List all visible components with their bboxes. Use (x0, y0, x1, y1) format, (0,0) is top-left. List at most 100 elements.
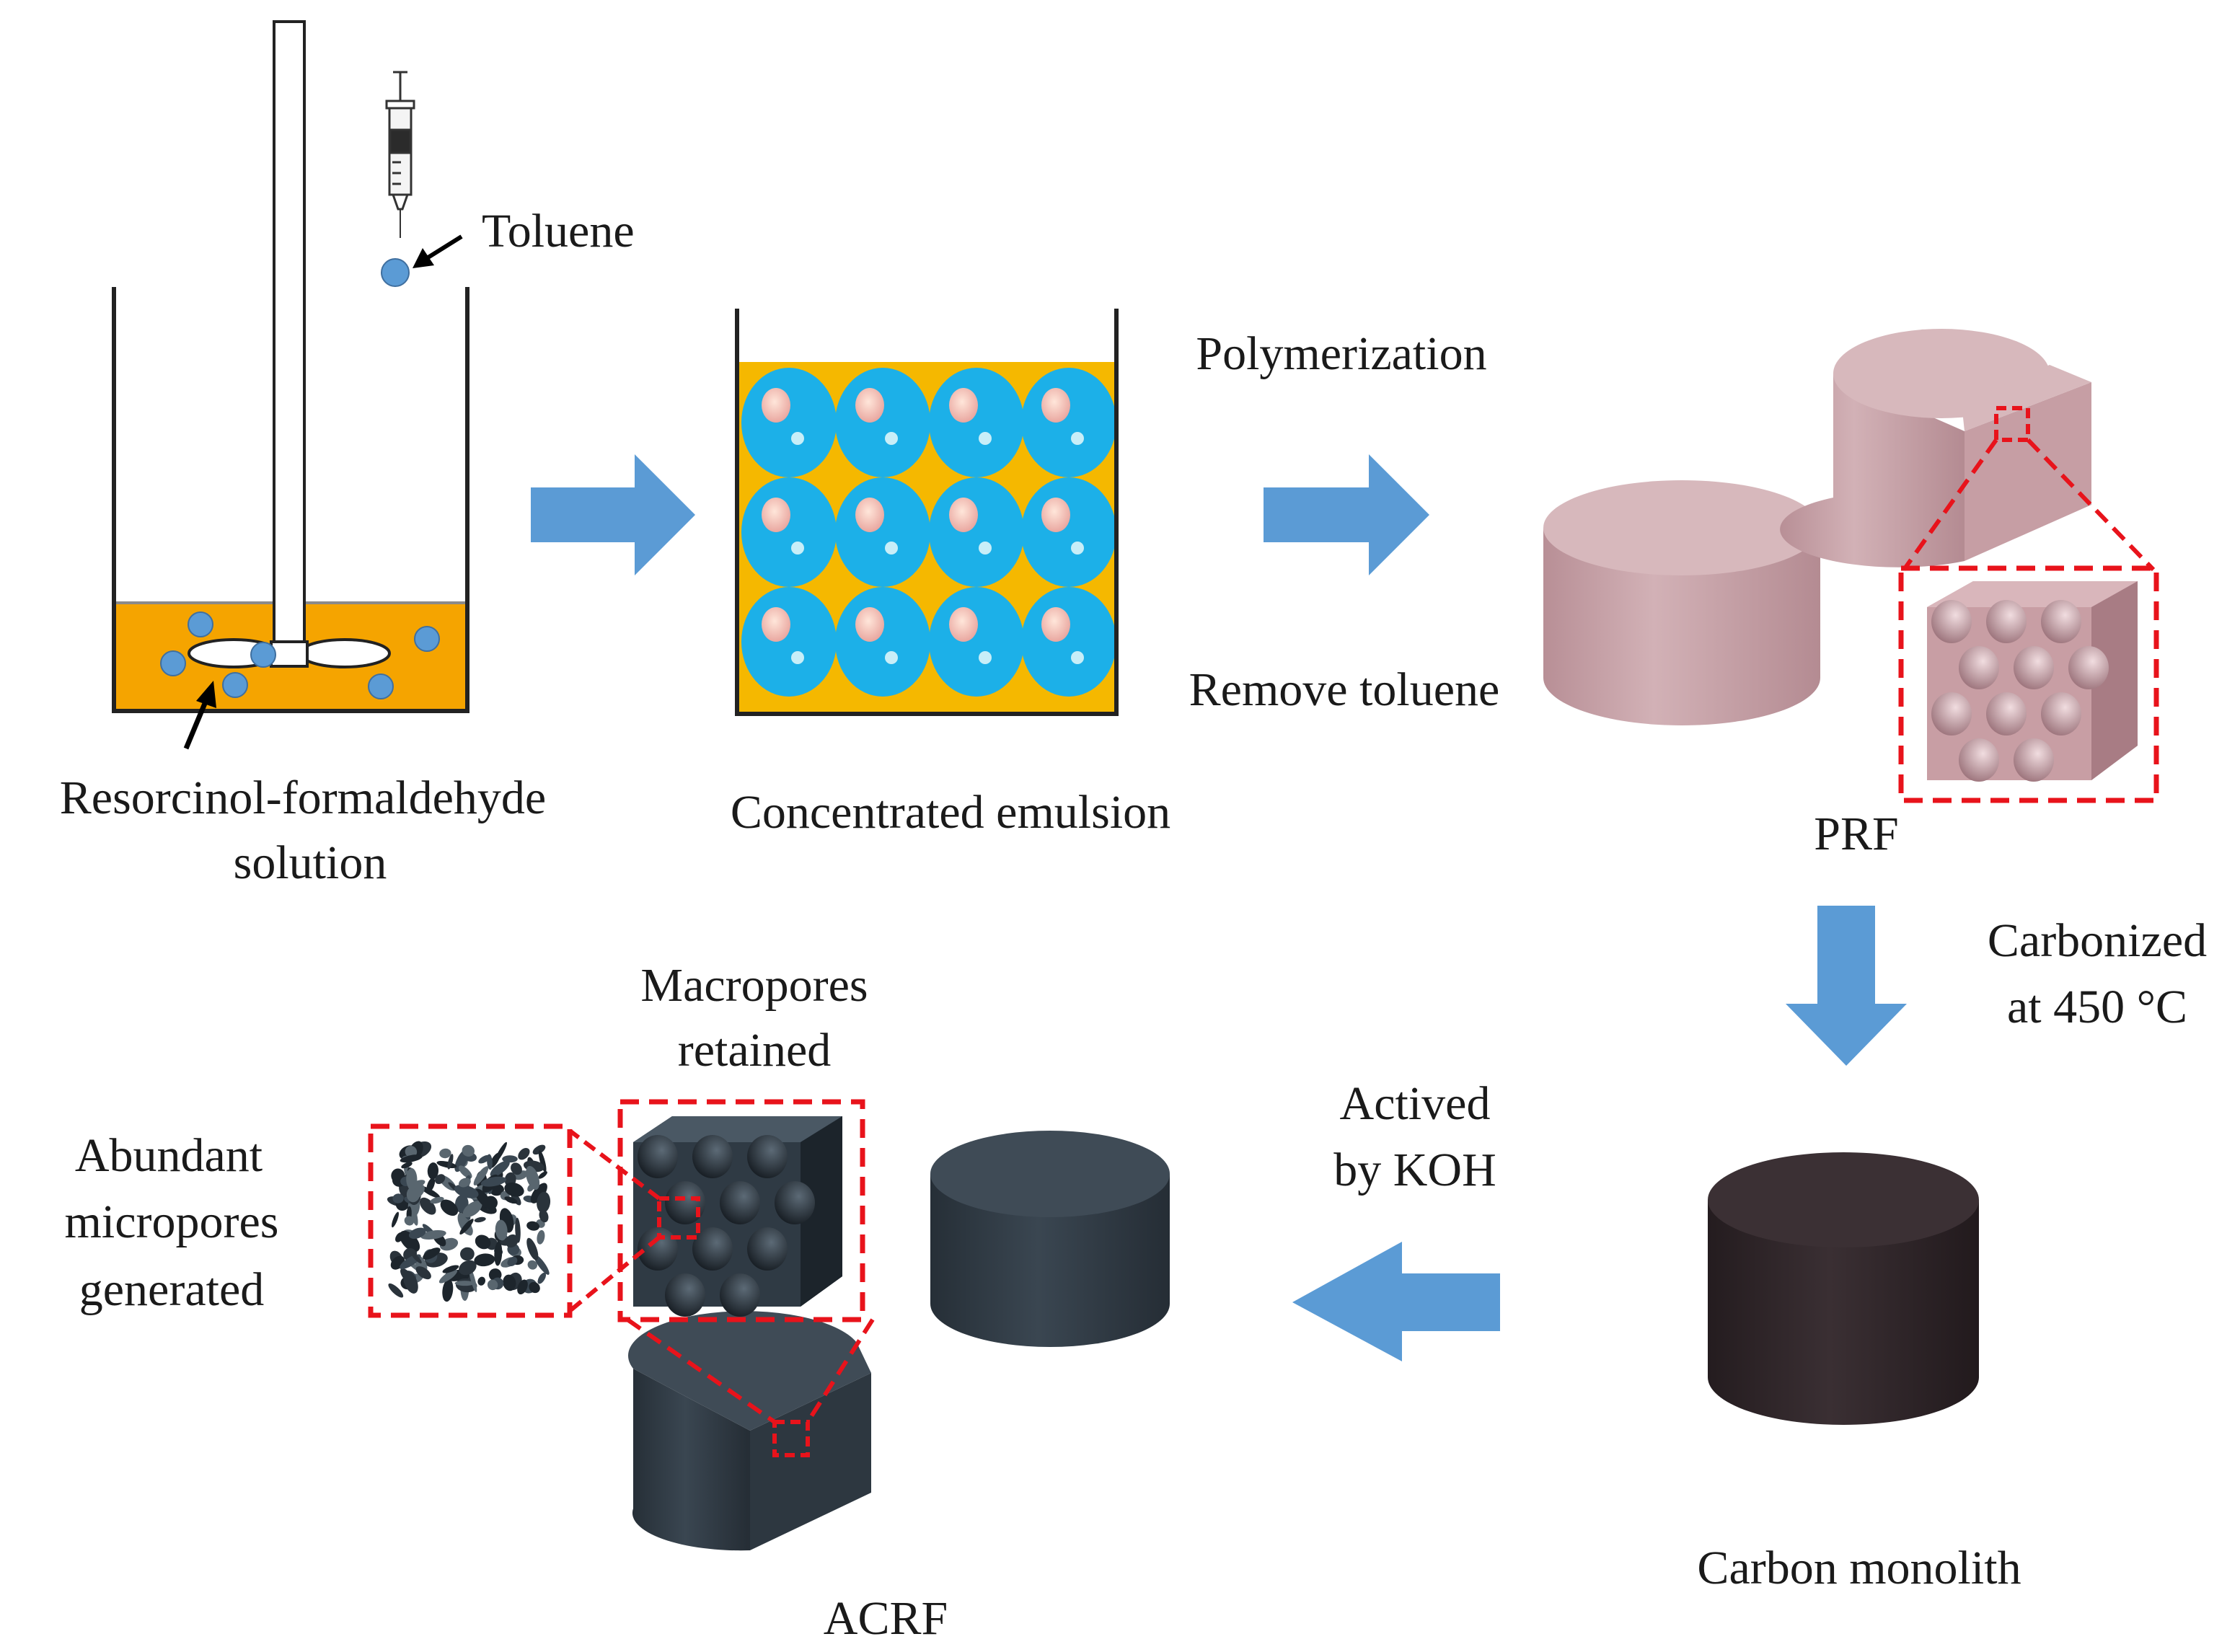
prf-zoom-line (1902, 438, 1998, 571)
emulsion-droplet (741, 368, 837, 477)
emulsion-droplet (1021, 587, 1116, 697)
emulsion-droplet (1021, 477, 1116, 587)
micropore-flake (526, 1221, 540, 1231)
micropore-flake (400, 1230, 420, 1252)
micropore-flake (460, 1247, 475, 1261)
micropore-flake (474, 1216, 486, 1223)
emulsion-droplet (929, 477, 1024, 587)
micropores-label-line2: micropores (65, 1196, 279, 1248)
micropore-flake (459, 1178, 471, 1188)
micropore-flake (403, 1271, 418, 1294)
micropore-flake (530, 1183, 547, 1203)
micropore-flake (534, 1254, 550, 1275)
mixing-beaker (112, 20, 469, 713)
micropore-flake (401, 1162, 413, 1169)
carbon-monolith-label: Carbon monolith (1697, 1542, 2021, 1594)
pore (1959, 646, 1999, 689)
emulsion-droplet (1021, 368, 1116, 477)
micropore-flake (495, 1219, 508, 1241)
porous-cube-icon (633, 1116, 842, 1317)
concentrated-emulsion-label: Concentrated emulsion (731, 786, 1170, 839)
micropore-texture (387, 1141, 551, 1302)
arrow-right-icon (531, 454, 695, 575)
pore (2068, 646, 2109, 689)
carbonized-label-line2: at 450 °C (2007, 981, 2187, 1033)
micropore-flake (410, 1252, 422, 1264)
remove-toluene-label: Remove toluene (1189, 663, 1500, 716)
micropore-flake (526, 1237, 539, 1260)
micropore-flake (427, 1162, 439, 1180)
micropore-flake (494, 1141, 507, 1163)
arrow-down-icon (1786, 906, 1907, 1066)
macropores-label-line2: retained (678, 1024, 832, 1077)
micropore-flake (517, 1279, 528, 1295)
micropore-zoom-box (368, 1123, 573, 1318)
micropore-flake (511, 1162, 522, 1175)
micropore-flake (480, 1176, 507, 1187)
emulsion-droplet (835, 368, 930, 477)
micropore-flake (405, 1145, 418, 1158)
micropore-flake (434, 1174, 446, 1184)
acrf-label: ACRF (824, 1592, 948, 1645)
macropores-label-line1: Macropores (640, 959, 868, 1012)
micropore-flake (537, 1272, 547, 1284)
micropore-flake (439, 1148, 451, 1159)
pore (747, 1227, 788, 1271)
micropore-flake (447, 1154, 454, 1170)
stirrer-icon (188, 20, 391, 668)
micropore-marker (657, 1196, 700, 1240)
micropore-flake (487, 1279, 498, 1291)
arrow-right-icon (1264, 454, 1429, 575)
emulsion-beaker (735, 309, 1119, 716)
emulsion-droplet (835, 587, 930, 697)
micropore-flake (505, 1234, 519, 1248)
pore (692, 1135, 733, 1178)
micropore-flake (457, 1212, 472, 1235)
micropore-flake (406, 1167, 418, 1191)
syringe-icon (385, 71, 415, 238)
micropore-flake (426, 1178, 436, 1193)
rf-pointer-arrow (183, 681, 216, 750)
pore (2014, 738, 2054, 782)
prf-label: PRF (1814, 808, 1898, 860)
micropore-flake (537, 1191, 551, 1214)
beaker-icon (735, 309, 1119, 716)
pore (665, 1181, 705, 1224)
emulsion-droplet (929, 368, 1024, 477)
micropore-flake (388, 1283, 404, 1298)
micropore-flake (462, 1201, 482, 1218)
rf-solution-label-line2: solution (234, 836, 387, 889)
pore (2041, 692, 2081, 736)
micropore-flake (458, 1165, 472, 1179)
micropore-flake (408, 1227, 426, 1239)
pore (2041, 600, 2081, 643)
micropore-flake (507, 1257, 518, 1266)
pore (775, 1181, 815, 1224)
acrf-zoom-line (806, 1318, 875, 1423)
porous-cube-icon (1927, 581, 2138, 782)
micropore-flake (392, 1211, 399, 1228)
prf-cut-cylinder (1780, 329, 2091, 567)
acrf-zoom-line (626, 1317, 776, 1424)
toluene-drop (381, 258, 410, 287)
prf-zoom-marker (1994, 406, 2030, 442)
pore (1931, 692, 1972, 736)
micropore-flake (526, 1165, 540, 1191)
prf-cylinder (1543, 480, 1820, 725)
pore (1986, 600, 2027, 643)
toluene-droplets (160, 611, 440, 699)
carbonized-label-line1: Carbonized (1988, 914, 2207, 967)
acrf-cylinder (930, 1131, 1170, 1347)
prf-zoom-line (2026, 438, 2156, 572)
micropore-flake (392, 1193, 404, 1203)
micropore-flake (475, 1234, 491, 1250)
micropores-label-line1: Abundant (75, 1129, 263, 1182)
micropore-flake (420, 1185, 441, 1198)
emulsion-droplet (929, 587, 1024, 697)
micropore-flake (462, 1144, 475, 1157)
pore (720, 1273, 760, 1317)
beaker-icon (112, 287, 469, 713)
micropore-flake (503, 1274, 516, 1291)
micropore-flake (532, 1144, 546, 1155)
